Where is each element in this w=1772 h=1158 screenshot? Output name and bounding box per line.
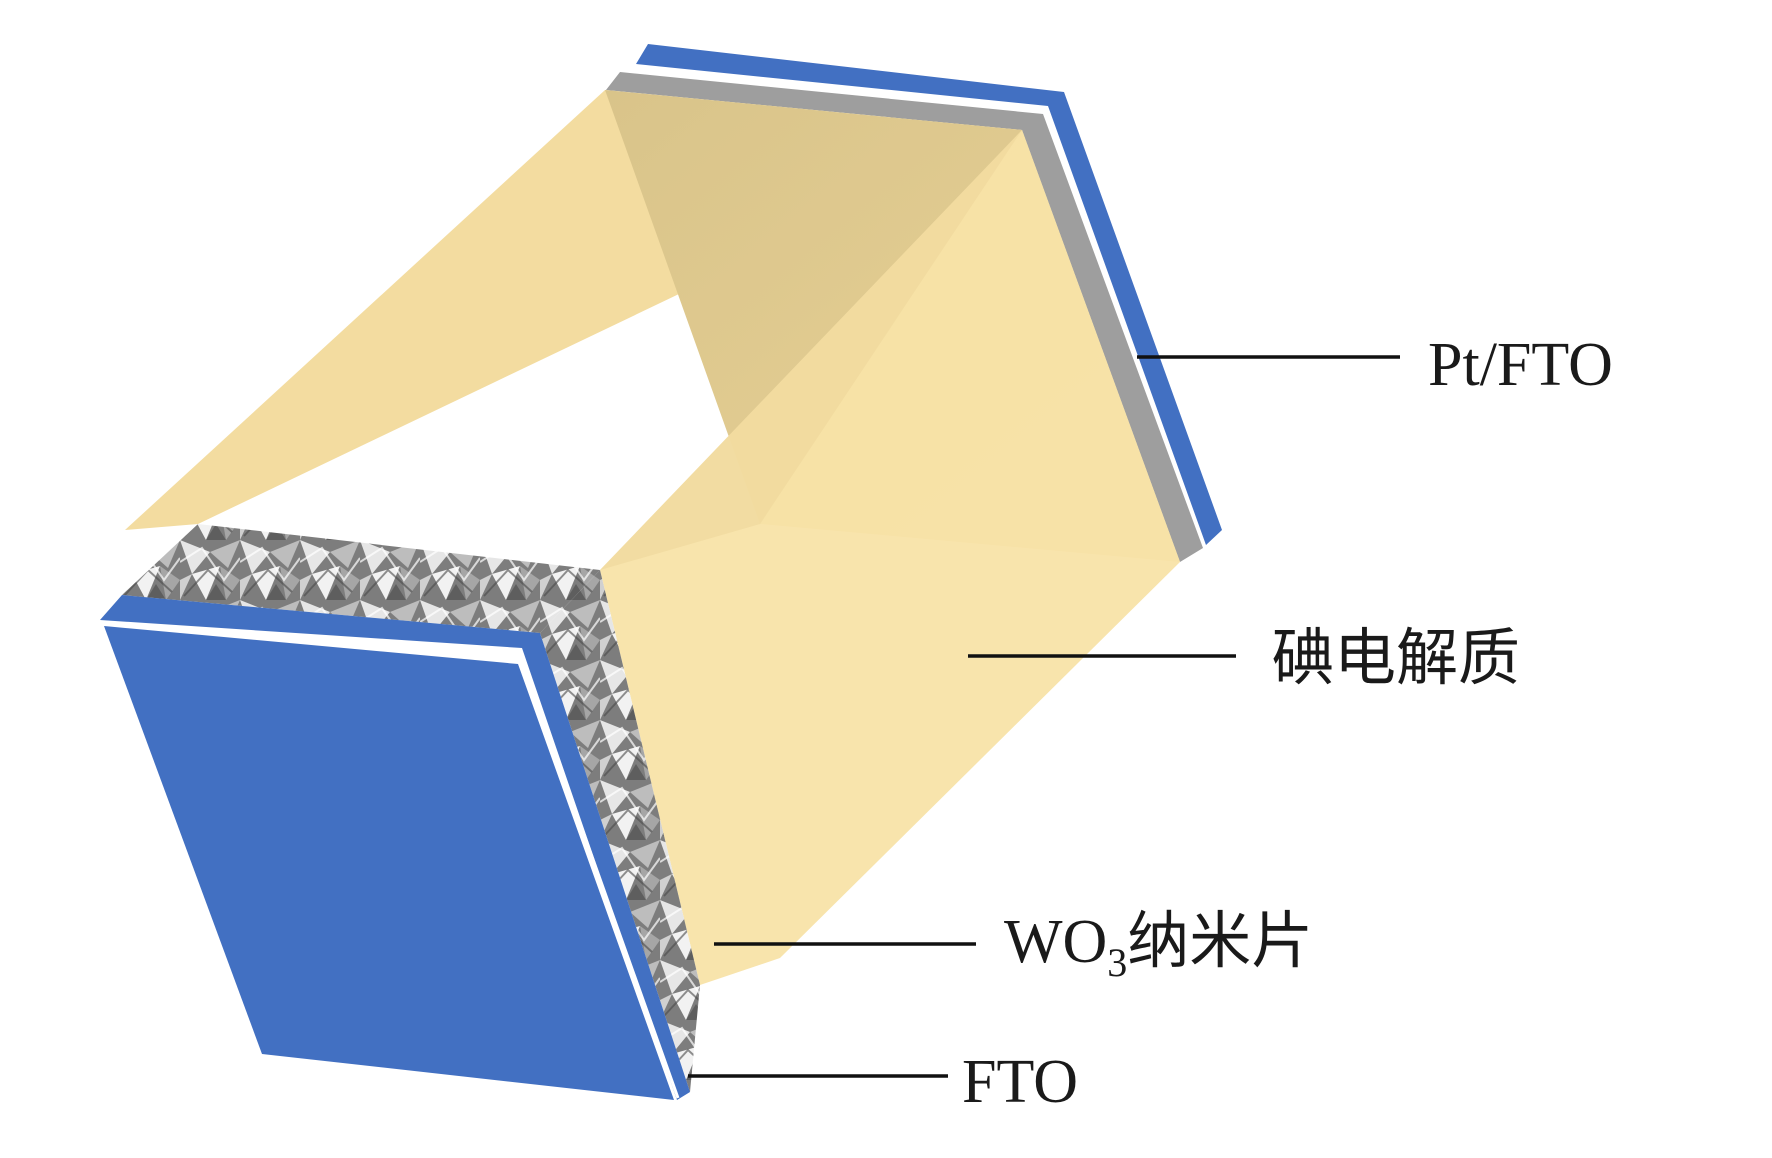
label-wo3-nanosheet: WO3纳米片: [1004, 908, 1313, 985]
platinum-layer: [606, 72, 1203, 562]
label-wo3-main: WO: [1004, 908, 1107, 976]
fto-edge-highlight: [103, 620, 680, 1099]
label-wo3-subscript: 3: [1107, 940, 1127, 985]
back-electrode: [606, 44, 1222, 562]
wo3-nanosheet-layer: [122, 524, 700, 1092]
electrolyte-front-face: [600, 130, 1180, 985]
back-fto-layer: [636, 44, 1222, 545]
fto-front-face: [104, 626, 674, 1100]
nanosheet-top-face: [122, 524, 600, 633]
label-fto: FTO: [962, 1048, 1078, 1116]
nanosheet-side-face: [540, 570, 700, 1092]
label-electrolyte: 碘电解质: [1272, 625, 1520, 693]
electrolyte-volume: [125, 90, 1180, 985]
front-electrode: [100, 595, 690, 1100]
electrolyte-inner-shadow: [600, 130, 1022, 570]
label-pt-fto: Pt/FTO: [1428, 331, 1613, 399]
label-wo3-suffix: 纳米片: [1127, 908, 1313, 976]
